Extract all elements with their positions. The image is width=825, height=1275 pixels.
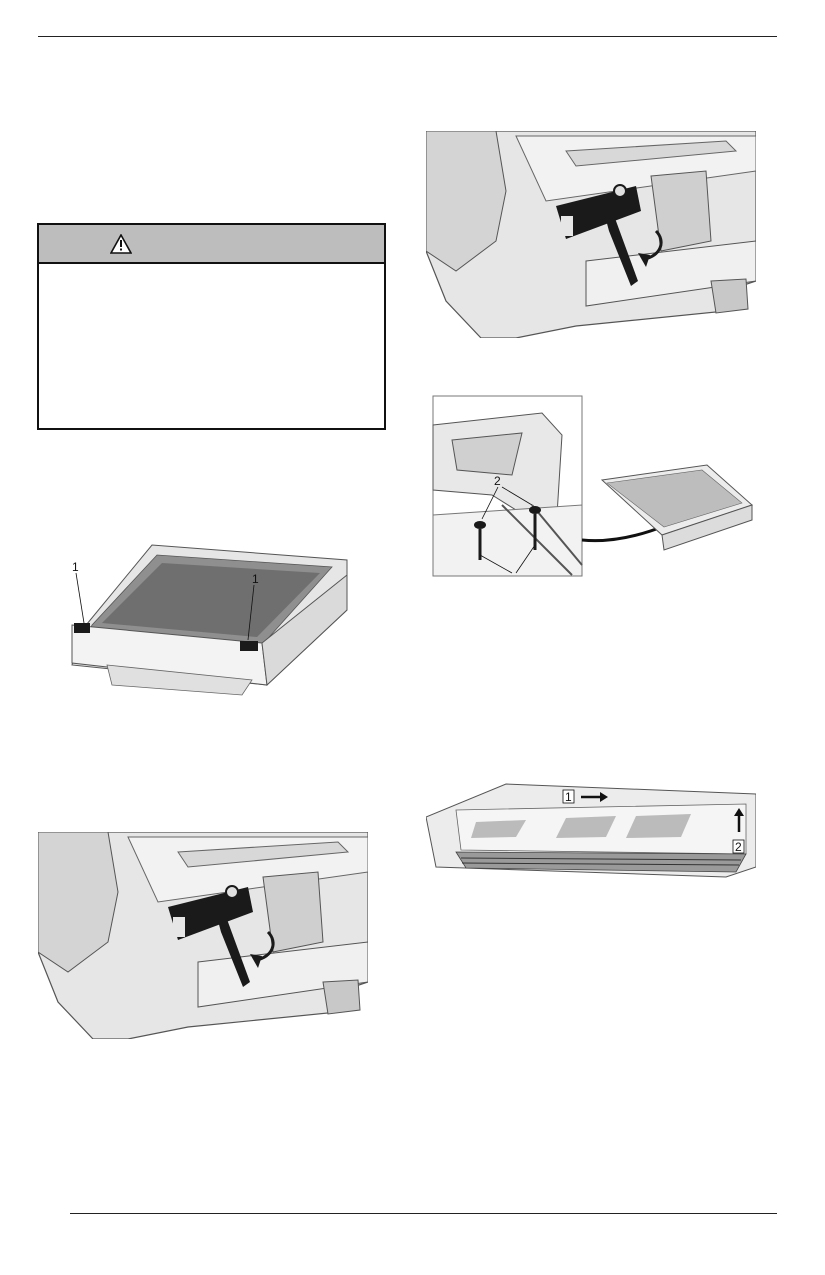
figure-removal-detail: 2 1 — [432, 395, 754, 577]
callout-1: 1 — [565, 790, 572, 804]
warning-triangle-icon — [110, 234, 132, 254]
figure-latch-top — [426, 131, 756, 338]
callout-2: 2 — [494, 474, 501, 488]
header-rule — [38, 36, 777, 37]
figure-latch-bottom — [38, 832, 368, 1039]
warning-box — [37, 223, 386, 430]
figure-cargo-box: 1 1 — [62, 535, 354, 700]
footer-rule — [70, 1213, 777, 1214]
callout-1-right: 1 — [252, 572, 259, 586]
figure-lift-tray: 1 2 — [426, 782, 756, 892]
callout-1-left: 1 — [72, 560, 79, 574]
callout-2: 2 — [735, 840, 742, 854]
warning-header — [39, 225, 384, 264]
callout-1: 1 — [510, 575, 517, 577]
